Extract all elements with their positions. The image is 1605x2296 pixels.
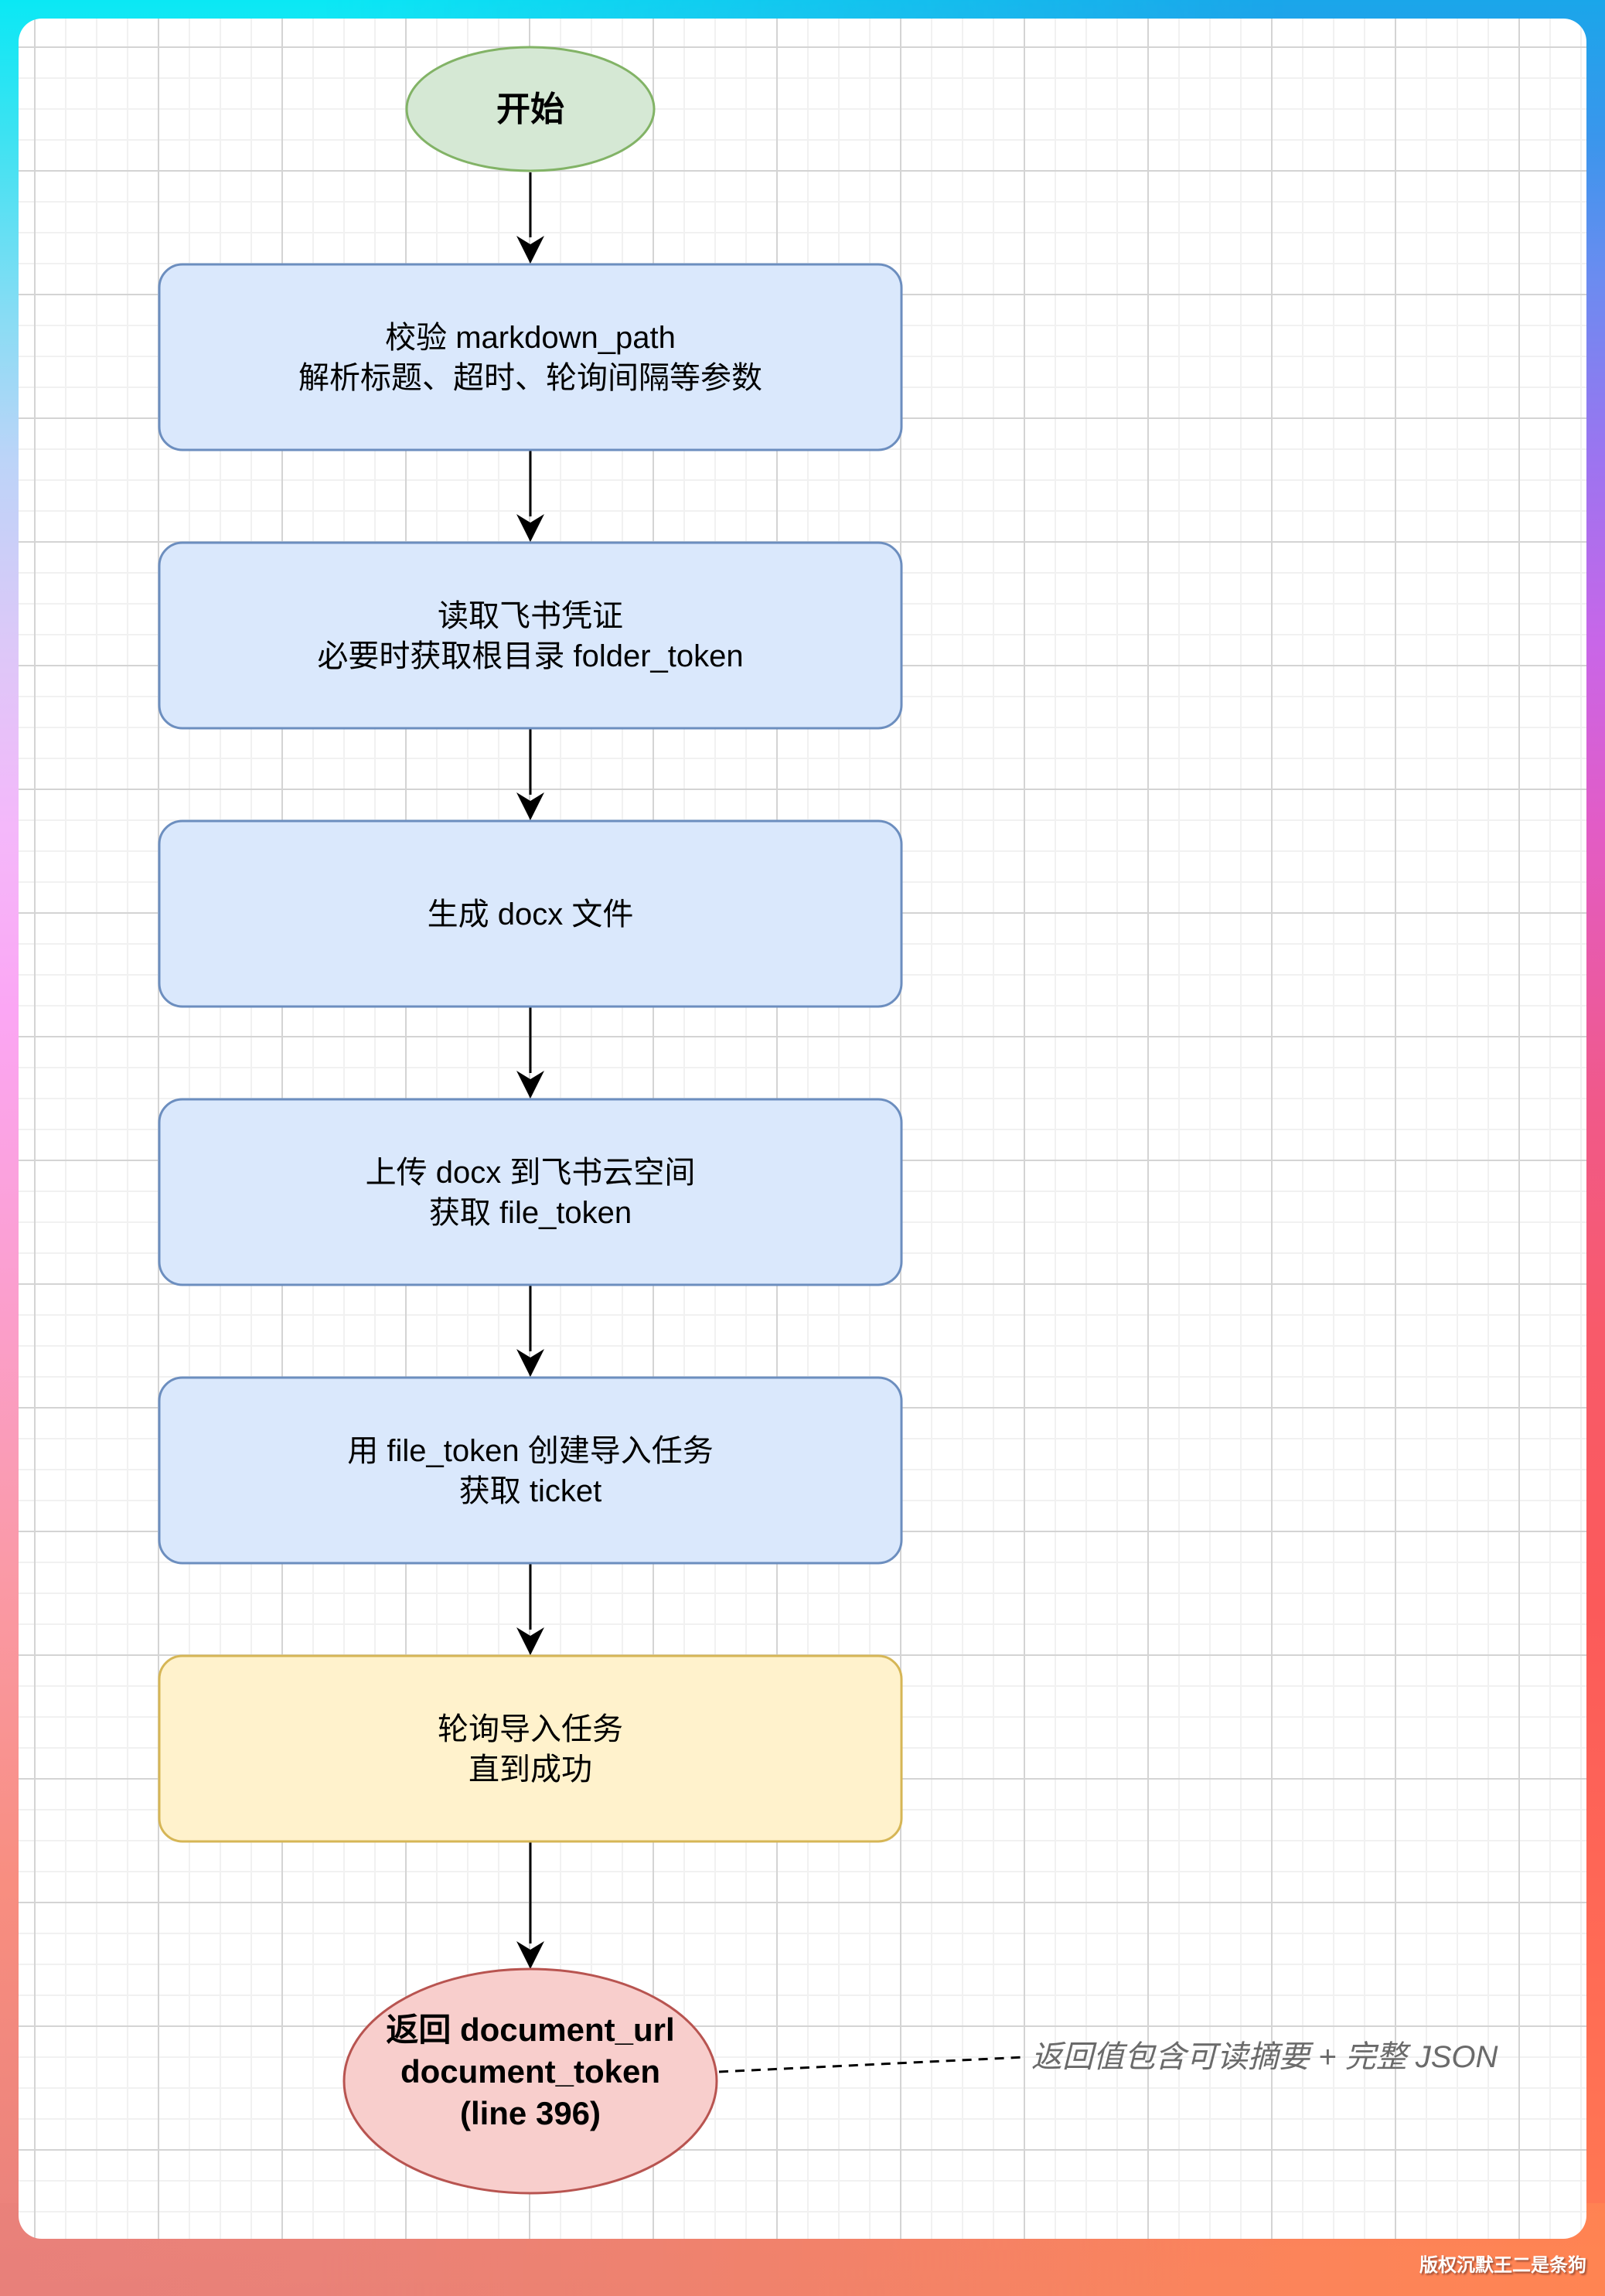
node-generate[interactable]: 生成 docx 文件 — [158, 819, 903, 1008]
node-label-line: 返回 document_url — [386, 2012, 674, 2048]
node-poll[interactable]: 轮询导入任务 直到成功 — [158, 1654, 903, 1843]
process-box — [158, 541, 903, 730]
arrowhead-icon — [516, 1627, 544, 1655]
end-ellipse — [342, 1967, 718, 2195]
arrowhead-icon — [516, 1071, 544, 1099]
process-box — [158, 1376, 903, 1565]
node-label-line: 必要时获取根目录 folder_token — [317, 639, 743, 673]
arrowhead-icon — [516, 236, 544, 264]
node-label-line: (line 396) — [460, 2095, 601, 2131]
process-box — [158, 819, 903, 1008]
node-label-line: 获取 ticket — [459, 1474, 601, 1508]
node-upload[interactable]: 上传 docx 到飞书云空间 获取 file_token — [158, 1098, 903, 1286]
copyright-watermark: 版权沉默王二是条狗 — [1419, 2254, 1586, 2276]
process-box — [158, 263, 903, 451]
poll-box — [158, 1654, 903, 1843]
node-label-line: 校验 markdown_path — [385, 321, 676, 355]
node-end[interactable]: 返回 document_url document_token (line 396… — [342, 1967, 718, 2195]
node-label-line: 解析标题、超时、轮询间隔等参数 — [298, 361, 762, 395]
node-start[interactable]: 开始 — [405, 46, 656, 172]
node-label-line: 上传 docx 到飞书云空间 — [366, 1156, 696, 1190]
note-connector — [718, 2056, 1026, 2073]
start-ellipse — [405, 46, 656, 172]
node-label-line: 轮询导入任务 — [438, 1712, 623, 1746]
arrowhead-icon — [516, 792, 544, 820]
node-label-line: document_token — [400, 2053, 660, 2090]
arrowhead-icon — [516, 1349, 544, 1377]
node-credentials[interactable]: 读取飞书凭证 必要时获取根目录 folder_token — [158, 541, 903, 730]
process-box — [158, 1098, 903, 1286]
edges — [516, 172, 1026, 2073]
return-value-note: 返回值包含可读摘要 + 完整 JSON — [1031, 2040, 1498, 2074]
node-label-line: 获取 file_token — [429, 1196, 632, 1230]
node-label-line: 生成 docx 文件 — [428, 898, 634, 932]
node-label-line: 读取飞书凭证 — [438, 599, 623, 633]
arrowhead-icon — [516, 1941, 544, 1969]
start-label: 开始 — [496, 90, 564, 128]
arrowhead-icon — [516, 514, 544, 542]
node-label-line: 直到成功 — [469, 1753, 592, 1787]
node-label-line: 用 file_token 创建导入任务 — [347, 1434, 713, 1468]
node-validate[interactable]: 校验 markdown_path 解析标题、超时、轮询间隔等参数 — [158, 263, 903, 451]
node-import[interactable]: 用 file_token 创建导入任务 获取 ticket — [158, 1376, 903, 1565]
